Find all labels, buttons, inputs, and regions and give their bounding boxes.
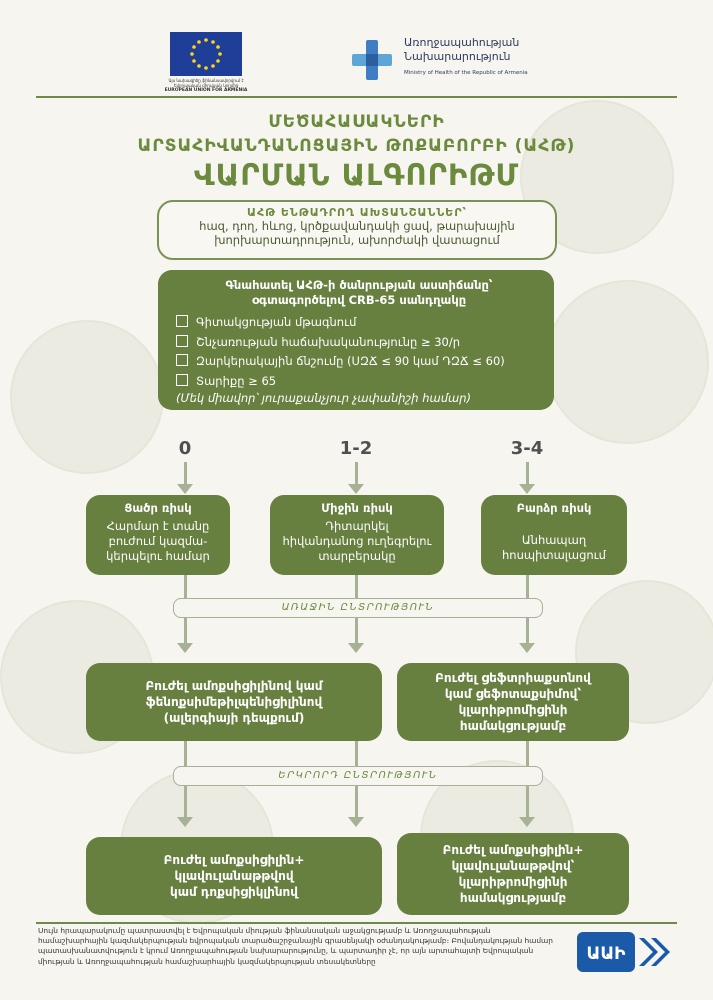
first-choice-outpatient-box: Բուժել ամոքսիցիլինով կամ ֆենոքսիմեթիլպեն… [86,663,382,741]
criteria-item-label: Գիտակցության մթագնում [196,315,357,329]
criteria-item-label: Զարկերակային ճնշումը (ՍԶՃ ≤ 90 կամ ԴԶՃ ≤… [196,354,505,368]
ministry-title-line1: Առողջապահության [404,36,520,49]
treatment-line: կլավուլանաթթվով՝ [451,859,575,873]
score-label-medium: 1-2 [339,438,373,459]
checkbox-icon [176,354,188,366]
assessment-heading-line1: Գնահատել ԱՀԹ-ի ծանրության աստիճանը՝ [225,278,493,292]
symptoms-text-line1: հազ, դող, հևոց, կրծքավանդակի ցավ, թարախա… [199,219,515,233]
risk-heading: Բարձր ռիսկ [516,501,592,515]
criteria-item-label: Տարիքը ≥ 65 [196,373,277,388]
arrow-down-icon [519,643,535,653]
risk-box-high: Բարձր ռիսկ Անհապաղ հոսպիտալացում [481,495,627,575]
treatment-line: կլավուլանաթթվով [174,869,294,883]
background-decoration [545,280,709,444]
aai-logo: ԱԱԻ [577,930,677,974]
risk-text: Հարմար է տանը բուժում կազմա- կերպելու հա… [86,519,230,564]
eu-caption-line1: Այս նախագիծը ֆինանսավորվում է Եվրոպական … [168,78,244,88]
crb65-assessment-box: Գնահատել ԱՀԹ-ի ծանրության աստիճանը՝ օգտա… [158,270,554,410]
criteria-item: Զարկերակային ճնշումը (ՍԶՃ ≤ 90 կամ ԴԶՃ ≤… [176,352,542,372]
symptoms-box: ԱՀԹ ԵՆԹԱԴՐՈՂ ԱԽՏԱՆՇԱՆՆԵՐ՝ հազ, դող, հևոց… [157,200,557,260]
assessment-note: (Մեկ միավոր՝ յուրաքանչյուր չափանիշի համա… [176,391,471,405]
risk-text-line: Դիտարկել [325,519,389,533]
risk-text-line: բուժում կազմա- [108,534,208,548]
treatment-line: կլարիթրոմիցինի [458,703,568,717]
treatment-line: համակցությամբ [459,891,567,905]
risk-box-low: Ցածր ռիսկ Հարմար է տանը բուժում կազմա- կ… [86,495,230,575]
risk-text-line: հոսպիտալացում [502,548,606,562]
first-choice-hospital-box: Բուժել ցեֆտրիաքսոնով կամ ցեֆոտաքսիմով՝ կ… [397,663,629,741]
ministry-title: Առողջապահության Նախարարություն [404,36,519,64]
connector-line [355,462,358,486]
symptoms-text-line2: խորխարտադրություն, ախորժակի վատացում [214,233,500,247]
footer-disclaimer: Սույն հրապարակումը պատրաստվել է Եվրոպակա… [38,926,553,966]
arrow-down-icon [519,484,535,494]
score-label-low: 0 [178,438,192,459]
page-title-main: ՎԱՐՄԱՆ ԱԼԳՈՐԻԹՄ [193,158,520,192]
risk-heading: Ցածր ռիսկ [124,501,192,515]
ministry-of-health-logo [352,40,392,80]
risk-text: Դիտարկել հիվանդանոց ուղեգրելու տարբերակը [270,519,444,564]
eu-flag-logo [170,32,242,76]
arrow-down-icon [519,817,535,827]
risk-text-line: հիվանդանոց ուղեգրելու [282,534,432,548]
risk-heading: Միջին ռիսկ [321,501,393,515]
page-title-line2: ԱՐՏԱՀԻՎԱՆԴԱՆՈՑԱՅԻՆ ԹՈՔԱԲՈՐԲԻ (ԱՀԹ) [137,136,576,156]
criteria-item-label: Շնչառության հաճախականությունը ≥ 30/ր [196,334,461,349]
arrow-down-icon [177,643,193,653]
symptoms-title: ԱՀԹ ԵՆԹԱԴՐՈՂ ԱԽՏԱՆՇԱՆՆԵՐ՝ [247,206,467,219]
checkbox-icon [176,334,188,347]
connector-line [526,462,529,486]
treatment-line: կլարիթրոմիցինի [458,875,568,889]
background-decoration [10,320,164,474]
arrow-down-icon [177,484,193,494]
risk-text-line: կերպելու համար [106,549,210,563]
criteria-item: Շնչառության հաճախականությունը ≥ 30/ր [176,333,542,353]
criteria-list: Գիտակցության մթագնում Շնչառության հաճախա… [176,313,542,391]
connector-line [184,462,187,486]
risk-text-line: Անհապաղ [521,533,587,547]
score-label-high: 3-4 [510,438,544,459]
criteria-item: Տարիքը ≥ 65 [176,372,542,392]
first-choice-label: ԱՌԱՋԻՆ ԸՆՏՐՈՒԹՅՈՒՆ [173,598,543,618]
treatment-line: Բուժել ամոքսիցիլին+ [163,853,305,867]
risk-box-medium: Միջին ռիսկ Դիտարկել հիվանդանոց ուղեգրելո… [270,495,444,575]
aai-logo-text: ԱԱԻ [587,944,627,964]
eu-caption-line2: EUROPEAN UNION FOR ARMENIA [164,88,248,93]
arrow-down-icon [177,817,193,827]
second-choice-hospital-box: Բուժել ամոքսիցիլին+ կլավուլանաթթվով՝ կլա… [397,833,629,915]
treatment-line: Բուժել ամոքսիցիլին+ [442,843,584,857]
treatment-line: համակցությամբ [459,719,567,733]
risk-text-line: տարբերակը [318,549,396,563]
arrow-down-icon [348,484,364,494]
assessment-heading-line2: օգտագործելով CRB-65 սանդղակը [251,293,467,307]
treatment-line: կամ դոքսիցիկլինով [170,885,298,899]
header-rule [36,96,677,98]
arrow-down-icon [348,643,364,653]
treatment-line: Բուժել ցեֆտրիաքսոնով [435,671,591,685]
risk-text-line: Հարմար է տանը [106,519,210,533]
treatment-line: Բուժել ամոքսիցիլինով կամ [145,679,323,693]
criteria-item: Գիտակցության մթագնում [176,313,542,333]
eu-caption: Այս նախագիծը ֆինանսավորվում է Եվրոպական … [162,78,250,93]
checkbox-icon [176,315,188,327]
checkbox-icon [176,373,188,386]
treatment-line: (ալերգիայի դեպքում) [163,711,305,725]
ministry-title-line2: Նախարարություն [404,50,511,63]
footer-rule [36,922,677,924]
second-choice-outpatient-box: Բուժել ամոքսիցիլին+ կլավուլանաթթվով կամ … [86,837,382,915]
arrow-down-icon [348,817,364,827]
risk-text: Անհապաղ հոսպիտալացում [481,533,627,563]
treatment-line: ֆենոքսիմեթիլպենիցիլինով [145,695,323,709]
second-choice-label: ԵՐԿՐՈՐԴ ԸՆՏՐՈՒԹՅՈՒՆ [173,766,543,786]
page-title-line1: ՄԵԾԱՀԱՍԱԿՆԵՐԻ [268,112,445,132]
ministry-subtitle: Ministry of Health of the Republic of Ar… [404,70,528,76]
treatment-line: կամ ցեֆոտաքսիմով՝ [444,687,582,701]
